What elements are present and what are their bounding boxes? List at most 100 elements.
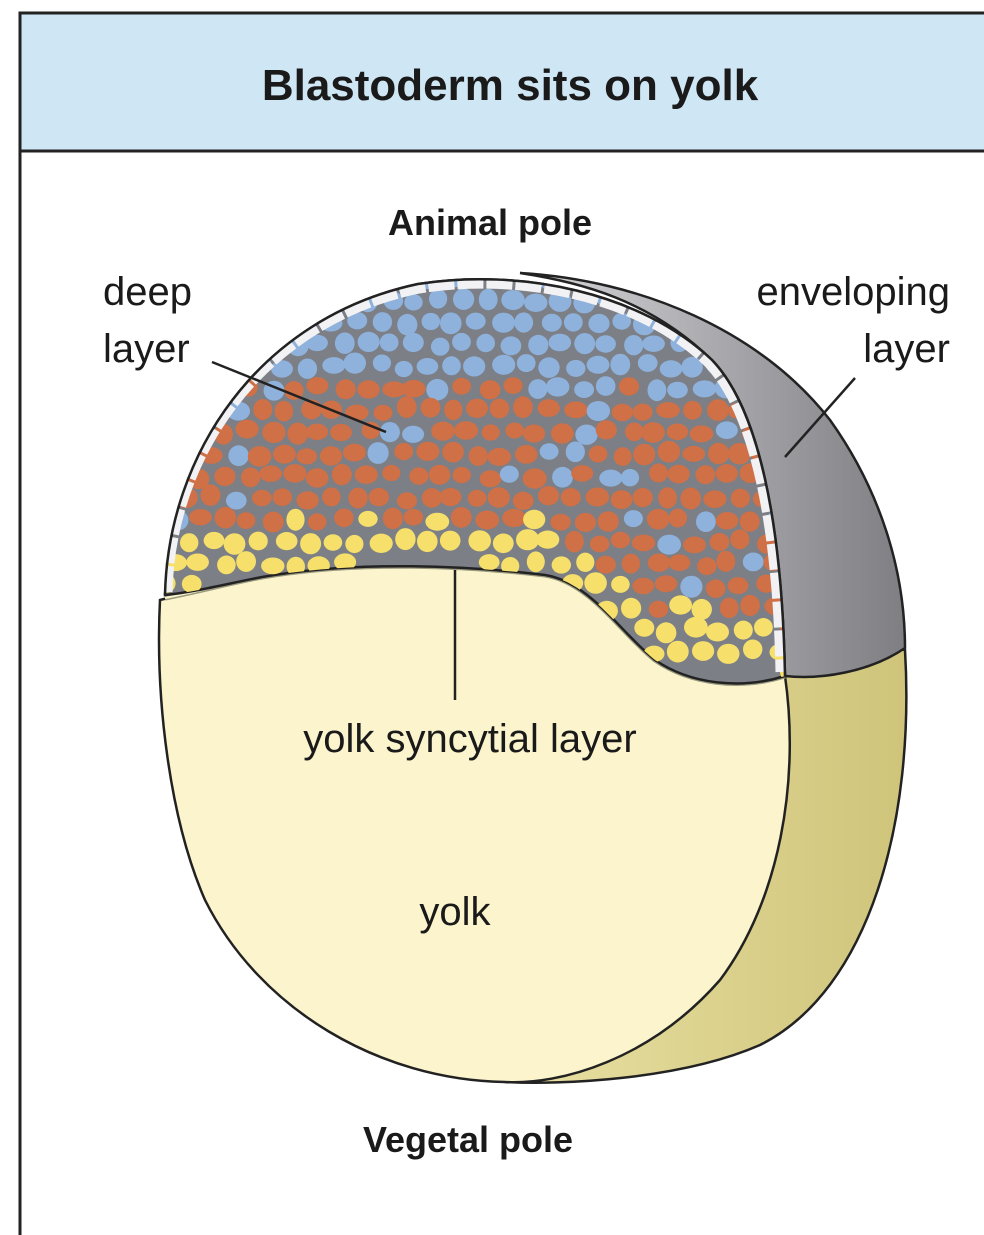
cell xyxy=(612,404,633,421)
cell xyxy=(633,488,653,507)
cell xyxy=(426,379,448,401)
cell xyxy=(641,422,664,443)
cell xyxy=(476,334,495,352)
cell xyxy=(345,405,369,421)
cell xyxy=(261,558,284,575)
cell xyxy=(490,399,510,419)
cell xyxy=(528,335,548,355)
cell xyxy=(575,513,596,532)
cell xyxy=(180,533,198,552)
cell xyxy=(493,534,514,554)
cell xyxy=(622,554,640,574)
cell xyxy=(505,423,524,439)
cell xyxy=(480,380,501,399)
cell xyxy=(263,512,284,533)
vegetal-pole-label: Vegetal pole xyxy=(363,1119,573,1160)
cell xyxy=(296,448,317,464)
cell xyxy=(348,488,367,509)
cell xyxy=(186,554,209,571)
cell xyxy=(655,575,678,592)
cell xyxy=(536,531,559,549)
cell xyxy=(564,313,583,331)
cell xyxy=(397,492,417,509)
cell xyxy=(273,445,296,464)
cell xyxy=(215,507,237,529)
cell xyxy=(564,402,587,419)
cell xyxy=(515,445,538,464)
cell xyxy=(394,443,413,460)
cell xyxy=(574,333,595,354)
cell xyxy=(355,465,378,484)
cell xyxy=(649,464,668,483)
cell xyxy=(421,398,441,418)
cell xyxy=(619,377,639,395)
cell xyxy=(404,509,424,526)
cell xyxy=(552,556,571,573)
cell xyxy=(431,338,450,356)
cell xyxy=(717,644,739,664)
cell xyxy=(397,314,417,336)
cell xyxy=(668,465,690,484)
cell xyxy=(442,442,464,463)
cell xyxy=(730,529,749,549)
cell xyxy=(707,399,729,421)
cell xyxy=(283,464,306,483)
cell xyxy=(492,355,515,375)
cell xyxy=(648,554,670,572)
cell xyxy=(204,532,225,549)
cell xyxy=(642,336,665,352)
cell xyxy=(466,313,486,330)
cell xyxy=(523,468,547,488)
cell xyxy=(565,531,584,553)
cell xyxy=(344,353,366,374)
cell xyxy=(656,622,677,643)
cell xyxy=(429,465,451,485)
cell xyxy=(590,536,610,553)
cell xyxy=(334,509,354,528)
cell xyxy=(249,532,268,551)
cell xyxy=(395,528,415,550)
cell xyxy=(452,378,471,395)
cell xyxy=(720,598,739,619)
cell xyxy=(708,443,729,464)
cell xyxy=(621,469,639,486)
cell xyxy=(660,360,683,377)
cell xyxy=(357,380,379,398)
cell xyxy=(300,533,321,554)
cell xyxy=(611,576,630,593)
cell xyxy=(402,380,426,398)
cell xyxy=(693,380,717,397)
cell xyxy=(587,401,610,421)
cell xyxy=(395,361,413,377)
cell xyxy=(571,465,593,482)
cell xyxy=(308,513,327,530)
cell xyxy=(587,356,610,374)
cell xyxy=(224,533,246,555)
cell xyxy=(632,578,654,594)
cell xyxy=(611,532,630,548)
cell xyxy=(682,446,705,462)
cell xyxy=(454,421,478,440)
cell xyxy=(743,553,764,572)
cell xyxy=(696,511,716,532)
cell xyxy=(740,595,760,616)
cell xyxy=(513,492,534,510)
cell xyxy=(241,468,260,488)
cell xyxy=(734,621,753,640)
cell xyxy=(647,509,670,530)
cell xyxy=(422,488,442,508)
ysl-label: yolk syncytial layer xyxy=(303,717,636,761)
cell xyxy=(252,490,272,506)
cell xyxy=(189,509,212,525)
cell xyxy=(237,512,256,529)
cell xyxy=(320,446,342,466)
cell xyxy=(614,447,632,466)
cell xyxy=(429,289,447,309)
cell xyxy=(610,354,630,376)
cell xyxy=(453,289,474,310)
cell xyxy=(633,444,655,466)
cell xyxy=(322,357,345,374)
cell xyxy=(492,313,515,333)
cell xyxy=(501,290,524,310)
cell xyxy=(683,401,702,420)
